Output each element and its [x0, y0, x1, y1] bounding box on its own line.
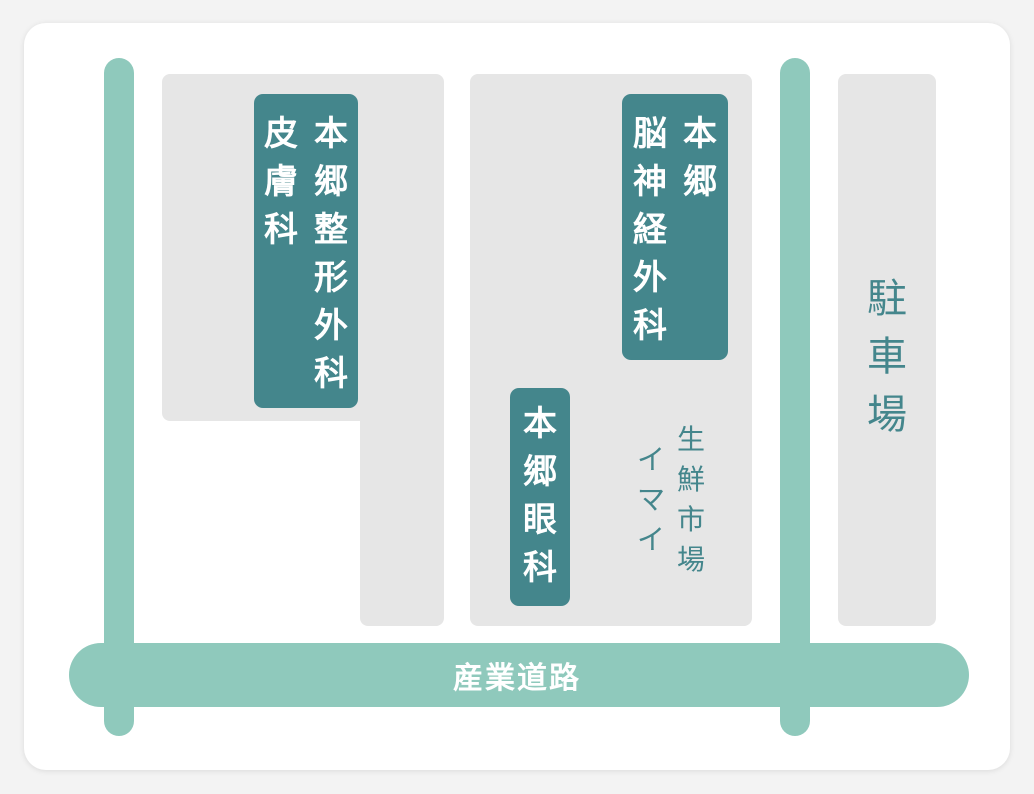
place-hongo-seikei-label[interactable]: 本郷整形外科 皮膚科	[254, 94, 358, 408]
label-char: 眼	[523, 500, 557, 540]
road-name-label: 産業道路	[453, 661, 581, 696]
label-char: 場	[867, 392, 907, 438]
label-char: 生	[676, 423, 705, 456]
label-char: 外	[633, 258, 667, 298]
label-char: マ	[636, 483, 665, 516]
label-char: 郷	[314, 162, 348, 202]
vertical-text-line: 本郷整形外科	[309, 110, 353, 408]
building-block-left-annex	[360, 300, 444, 626]
label-char: イ	[636, 443, 665, 476]
label-char: 皮	[264, 114, 298, 154]
label-char: 脳	[633, 114, 667, 154]
label-char: イ	[636, 523, 665, 556]
building-block-right	[838, 74, 936, 626]
vertical-text-line: 生鮮市場	[674, 420, 708, 580]
vertical-text-line: 本郷眼科	[518, 400, 562, 606]
vertical-text-line: 脳神経外科	[628, 110, 672, 360]
label-char: 駐	[867, 276, 907, 322]
label-char: 膚	[264, 162, 298, 202]
vertical-text-line: 本郷	[678, 110, 722, 360]
vertical-text-line: イマイ	[634, 440, 668, 560]
place-hongo-ganka-label[interactable]: 本郷眼科	[510, 388, 570, 606]
vertical-text-line: 駐車場	[862, 270, 912, 444]
label-char: 経	[633, 210, 667, 250]
label-char: 形	[314, 258, 348, 298]
label-char: 本	[523, 404, 557, 444]
label-char: 外	[314, 306, 348, 346]
road-vertical-right	[780, 58, 810, 736]
label-char: 科	[314, 354, 348, 394]
place-imai-market-label[interactable]: 生鮮市場 イマイ	[634, 420, 708, 580]
label-char: 神	[633, 162, 667, 202]
vertical-text-line: 皮膚科	[259, 110, 303, 408]
label-char: 本	[683, 114, 717, 154]
label-char: 整	[314, 210, 348, 250]
label-char: 市	[676, 503, 705, 536]
label-char: 車	[867, 334, 907, 380]
road-sangyo: 産業道路	[69, 643, 969, 707]
label-char: 科	[633, 306, 667, 346]
place-hongo-noushinkei-label[interactable]: 本郷 脳神経外科	[622, 94, 728, 360]
road-vertical-left	[104, 58, 134, 736]
label-char: 場	[676, 543, 705, 576]
label-char: 郷	[683, 162, 717, 202]
label-char: 鮮	[676, 463, 705, 496]
label-char: 科	[523, 548, 557, 588]
label-char: 本	[314, 114, 348, 154]
label-char: 科	[264, 210, 298, 250]
place-parking-label[interactable]: 駐車場	[862, 270, 912, 444]
label-char: 郷	[523, 452, 557, 492]
